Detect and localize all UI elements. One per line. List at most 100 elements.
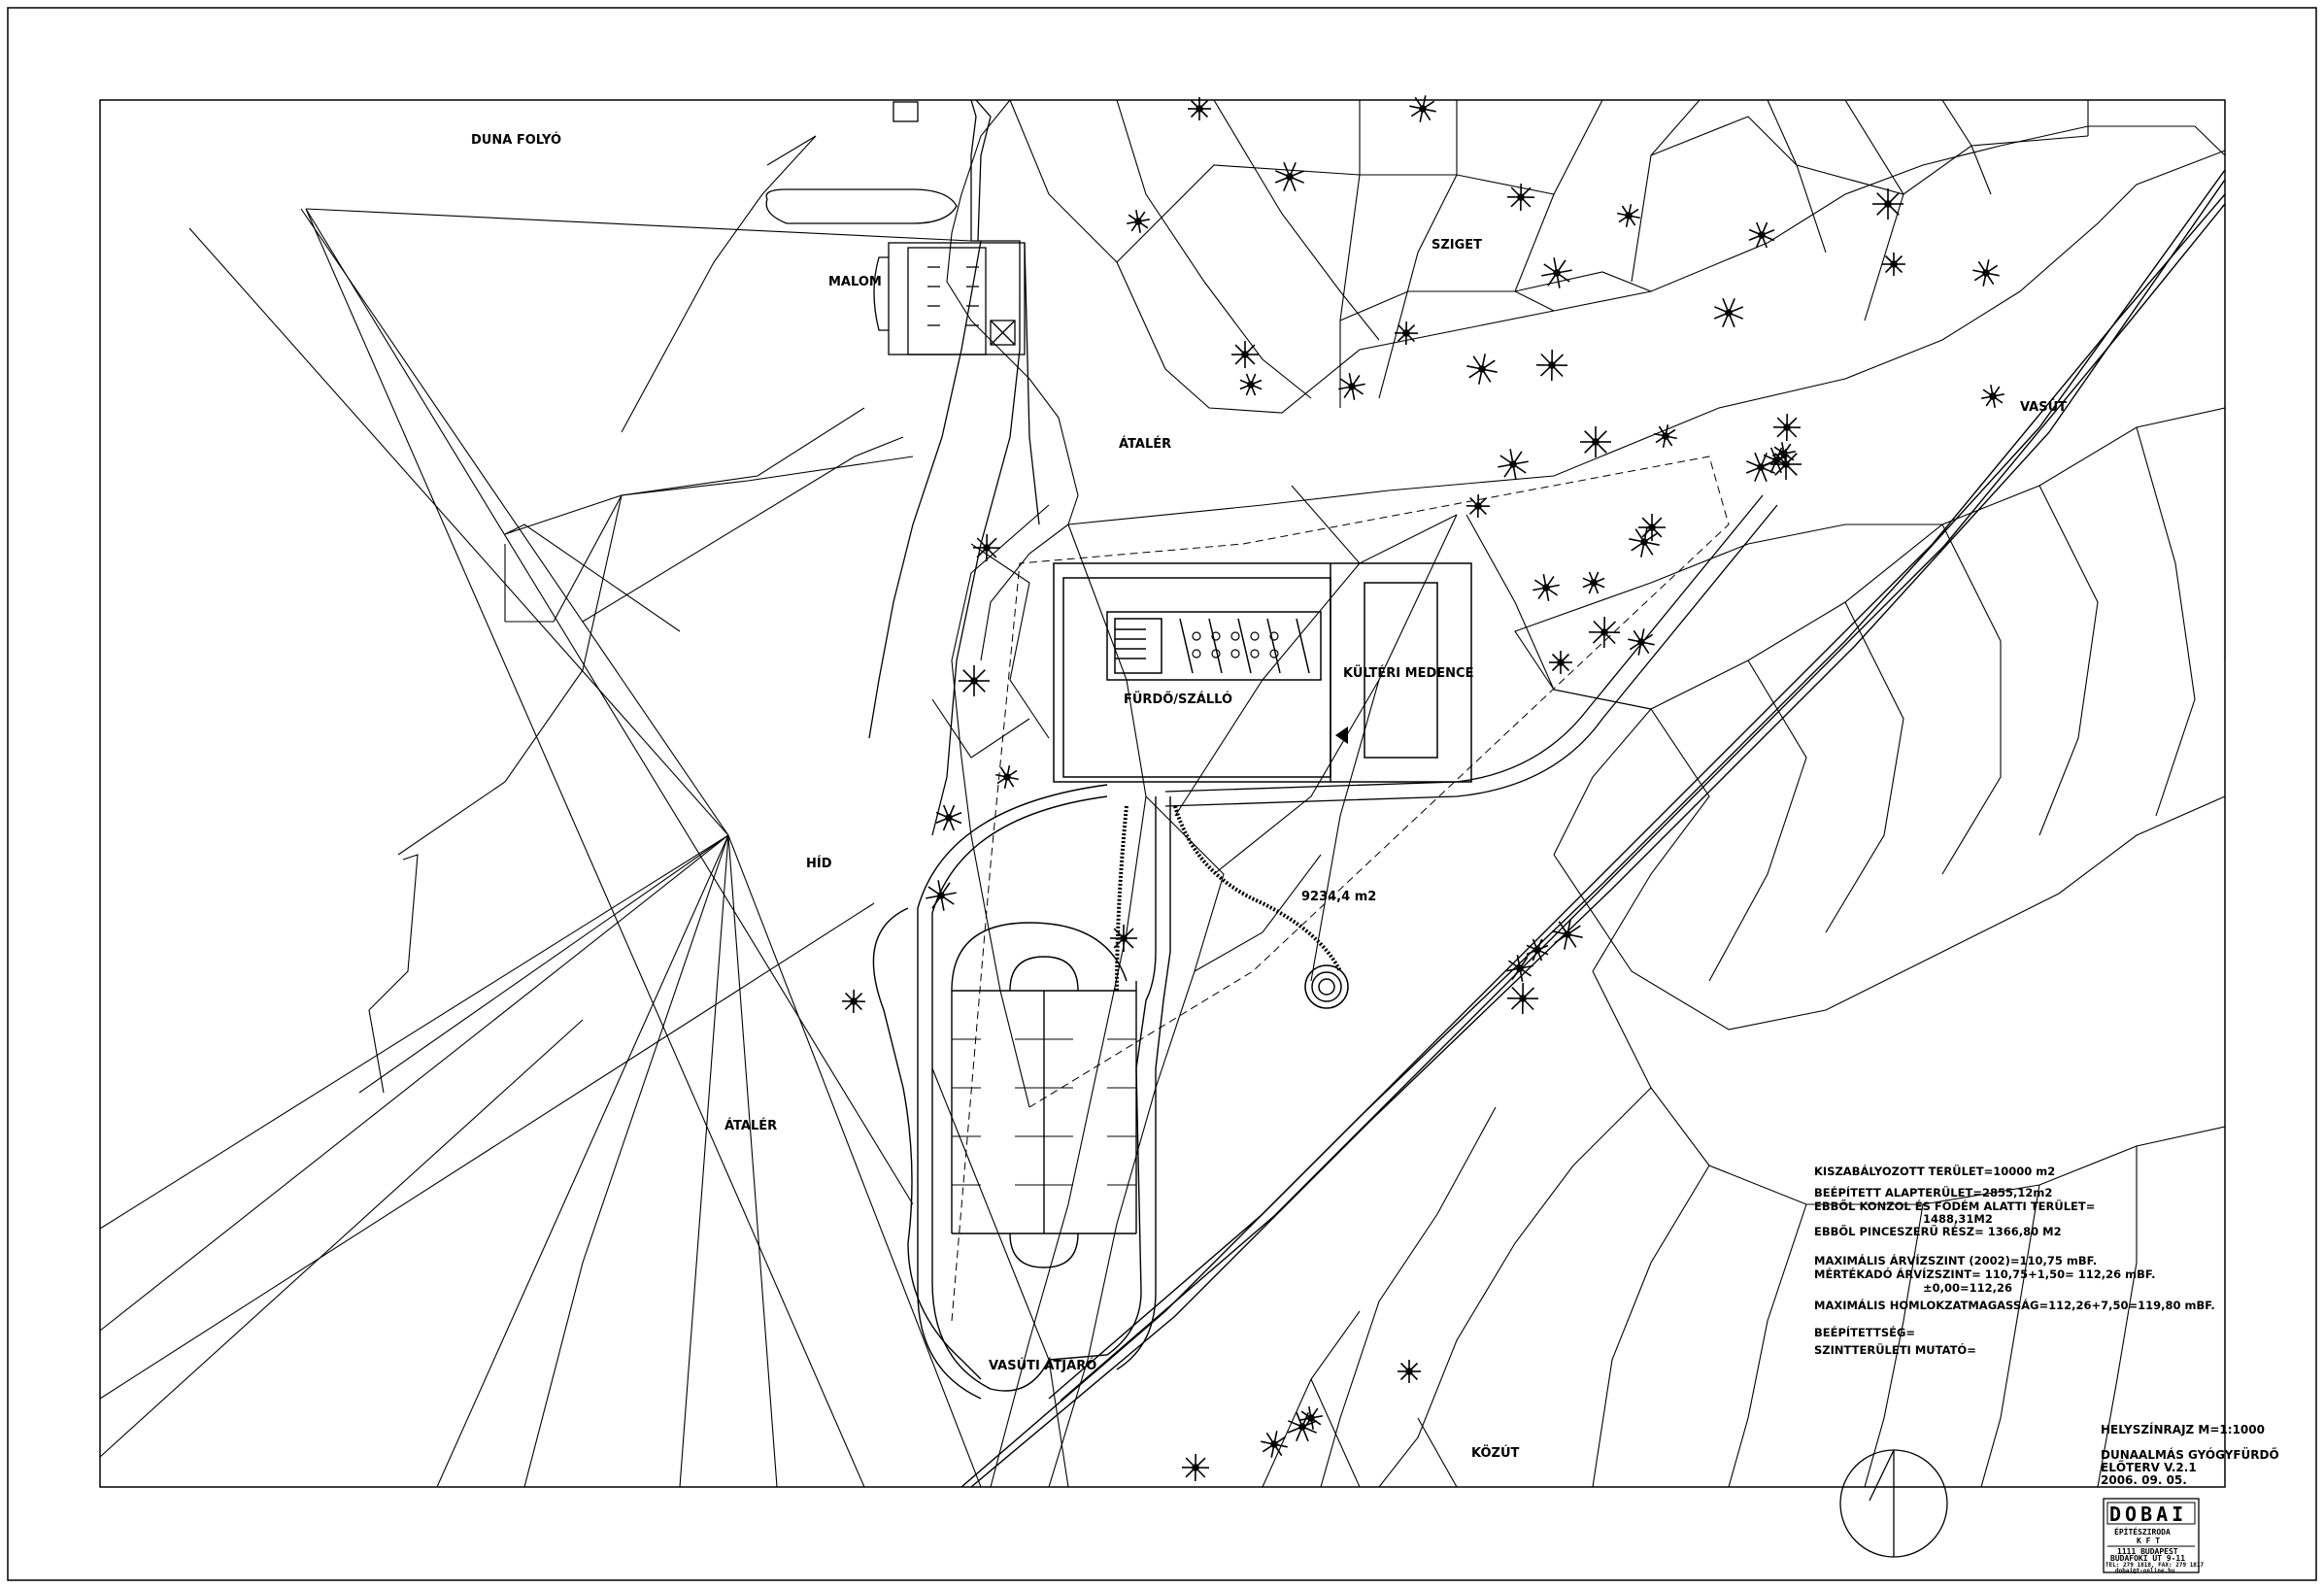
note-11: SZINTTERÜLETI MUTATÓ= xyxy=(1814,1342,1976,1357)
note-5: EBBŐL PINCESZERŰ RÉSZ= 1366,80 M2 xyxy=(1814,1224,2062,1238)
tree-icon xyxy=(1882,253,1905,276)
tree-icon xyxy=(1127,210,1150,233)
note-4: 1488,31M2 xyxy=(1923,1212,1993,1226)
terrain-lines xyxy=(99,99,2226,1488)
label-malom: MALOM xyxy=(828,275,882,289)
tree-icon xyxy=(1654,424,1677,448)
label-kulteri-medence: KÜLTÉRI MEDENCE xyxy=(1343,665,1473,681)
note-7: MÉRTÉKADÓ ÁRVÍZSZINT= 110,75+1,50= 112,2… xyxy=(1814,1267,2155,1281)
tree-icon xyxy=(1338,373,1365,400)
tree-icon xyxy=(972,533,1001,562)
tree-icon xyxy=(1541,257,1572,288)
mill-building xyxy=(765,101,1026,355)
tree-icon xyxy=(1181,1453,1210,1482)
tree-icon xyxy=(1532,574,1560,601)
map-labels: DUNA FOLYÓ MALOM SZIGET ÁTALÉR VASÚT KÜL… xyxy=(471,132,2067,1461)
title-block: HELYSZÍNRAJZ M=1:1000 DUNAALMÁS GYÓGYFÜR… xyxy=(2101,1422,2279,1487)
tree-icon xyxy=(1748,221,1775,249)
tree-icon xyxy=(926,880,957,911)
round-feature xyxy=(1304,964,1349,1009)
logo-sub: ÉPÍTÉSZIRODA xyxy=(2114,1526,2171,1537)
path-loop xyxy=(1115,805,1342,992)
tree-icon xyxy=(995,765,1019,789)
tree-icon xyxy=(1261,1431,1288,1458)
label-hid: HÍD xyxy=(806,856,832,871)
tree-icon xyxy=(1588,616,1621,649)
tree-icon xyxy=(1465,493,1491,519)
railway xyxy=(960,169,2226,1488)
parking-stalls xyxy=(952,1038,1136,1186)
tree-icon xyxy=(1535,349,1568,382)
logo-kft: K F T xyxy=(2137,1537,2160,1545)
note-10: BEÉPÍTETTSÉG= xyxy=(1814,1325,1915,1339)
tree-icon xyxy=(1638,514,1666,541)
tree-icon xyxy=(1552,919,1583,950)
tree-icon xyxy=(841,989,866,1014)
note-9: MAXIMÁLIS HOMLOKZATMAGASSÁG=112,26+7,50=… xyxy=(1814,1298,2215,1312)
tree-icon xyxy=(1549,651,1572,674)
tree-icon xyxy=(1506,183,1535,212)
title-scale: HELYSZÍNRAJZ M=1:1000 xyxy=(2101,1422,2265,1436)
note-1: KISZABÁLYOZOTT TERÜLET=10000 m2 xyxy=(1814,1164,2055,1178)
logo-line2: BUDAFOKI ÚT 9-11 xyxy=(2110,1552,2185,1563)
tree-icon xyxy=(1409,95,1436,122)
tree-icon xyxy=(1239,373,1263,396)
label-sziget: SZIGET xyxy=(1431,238,1482,253)
tree-icon xyxy=(1274,161,1305,192)
tree-icon xyxy=(935,804,962,831)
tree-icon xyxy=(1506,955,1533,982)
tree-icon xyxy=(1772,413,1802,442)
logo-line1: 1111 BUDAPEST xyxy=(2117,1547,2178,1556)
tree-icon xyxy=(1972,259,2000,287)
access-road xyxy=(1164,494,1778,807)
tree-icon xyxy=(1745,452,1776,483)
parking-area xyxy=(872,784,1171,1400)
tree-icon xyxy=(1981,385,2004,408)
tree-icon xyxy=(1629,526,1660,557)
drawing-frame xyxy=(99,99,2226,1488)
tree-icon xyxy=(1498,449,1529,480)
label-ataler-left: ÁTALÉR xyxy=(724,1118,777,1133)
tree-icon xyxy=(1872,188,1903,220)
building-columns xyxy=(1192,631,1279,659)
entrance-arrow-icon xyxy=(1335,726,1348,744)
tree-icon xyxy=(1398,1360,1421,1383)
tree-icon xyxy=(1110,925,1137,952)
logo-name: DOBAI xyxy=(2109,1503,2187,1526)
tree-icon xyxy=(1628,628,1655,656)
plot-boundary xyxy=(951,456,1730,1322)
tree-icon xyxy=(1526,938,1549,962)
tree-icon xyxy=(1713,297,1744,328)
title-date: 2006. 09. 05. xyxy=(2101,1473,2187,1487)
office-logo: DOBAI ÉPÍTÉSZIRODA K F T 1111 BUDAPEST B… xyxy=(2103,1498,2205,1574)
label-kozut: KÖZÚT xyxy=(1471,1445,1520,1461)
mill-road xyxy=(868,99,1040,836)
tree-icon xyxy=(1188,97,1211,120)
tree-icon xyxy=(1231,341,1259,368)
tree-icon xyxy=(1580,426,1611,457)
label-vasut: VASÚT xyxy=(2020,399,2067,415)
title-project: DUNAALMÁS GYÓGYFÜRDŐ xyxy=(2101,1447,2279,1462)
notes-block: KISZABÁLYOZOTT TERÜLET=10000 m2 BEÉPÍTET… xyxy=(1814,1164,2215,1357)
note-2: BEÉPÍTETT ALAPTERÜLET=2855,12m2 xyxy=(1814,1185,2052,1199)
note-6: MAXIMÁLIS ÁRVÍZSZINT (2002)=110,75 mBF. xyxy=(1814,1253,2097,1267)
logo-line4: dobai@t-online.hu xyxy=(2115,1568,2175,1574)
label-duna: DUNA FOLYÓ xyxy=(471,132,561,148)
tree-icon xyxy=(1770,449,1802,480)
note-8: ±0,00=112,26 xyxy=(1923,1281,2012,1295)
tree-icon xyxy=(1617,204,1640,227)
main-building xyxy=(1053,562,1472,783)
tree-icon xyxy=(1506,982,1539,1015)
north-arrow-icon xyxy=(1839,1449,1948,1558)
tree-icon xyxy=(1394,321,1419,346)
note-3: EBBŐL KONZOL ÉS FÖDÉM ALATTI TERÜLET= xyxy=(1814,1199,2095,1213)
tree-icon xyxy=(959,665,990,696)
label-furdo-szallo: FÜRDŐ/SZÁLLÓ xyxy=(1124,692,1232,707)
tree-icon xyxy=(1299,1406,1323,1430)
label-area: 9234,4 m2 xyxy=(1301,890,1376,904)
tree-icon xyxy=(1466,354,1498,385)
sheet-border xyxy=(7,7,2317,1581)
logo-line3: TEL: 279 1818, FAX: 279 1817 xyxy=(2105,1562,2205,1569)
title-phase: ELŐTERV V.2.1 xyxy=(2101,1460,2197,1474)
